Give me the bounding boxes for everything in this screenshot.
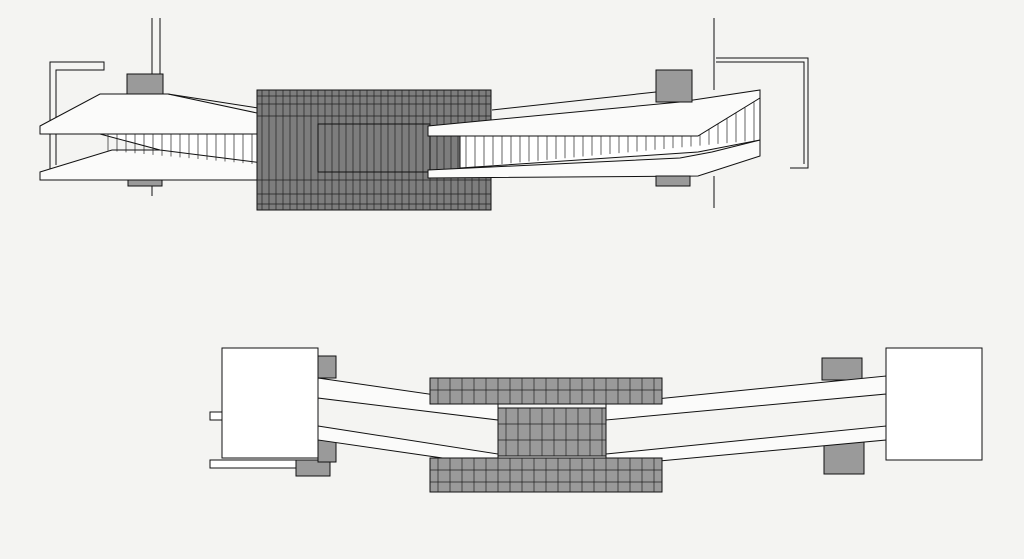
lower-left-block-body	[221, 347, 319, 459]
lower-right-cage-top	[821, 357, 863, 381]
lower-right-block	[821, 347, 983, 475]
lower-left-cage-bottom	[295, 459, 331, 477]
lower-right-block-body	[885, 347, 983, 461]
lower-stack-bar-middle	[497, 407, 607, 457]
lower-central-stack	[429, 377, 663, 493]
upper-right-bridge	[427, 89, 761, 179]
upper-axonometric-view	[39, 18, 809, 211]
upper-central-void	[317, 123, 431, 173]
lower-left-block	[209, 347, 337, 477]
lower-left-block-tab-top	[209, 411, 223, 421]
lower-left-cage-mid	[317, 439, 337, 463]
upper-central-mass-lines	[257, 90, 491, 210]
upper-right-ramp-lines	[465, 102, 755, 168]
upper-right-tower	[655, 18, 809, 208]
lower-axonometric-view	[209, 347, 983, 493]
upper-right-ramp	[459, 97, 761, 169]
upper-right-deck-bottom	[427, 139, 761, 179]
lower-left-cage-top	[317, 355, 337, 379]
lower-stack-grid-lines	[430, 378, 662, 492]
upper-right-cage-top	[655, 69, 693, 103]
lower-left-bridge	[317, 377, 499, 467]
upper-left-bridge	[39, 93, 319, 181]
upper-right-cage-bottom	[655, 175, 691, 187]
upper-central-mass	[256, 89, 492, 211]
